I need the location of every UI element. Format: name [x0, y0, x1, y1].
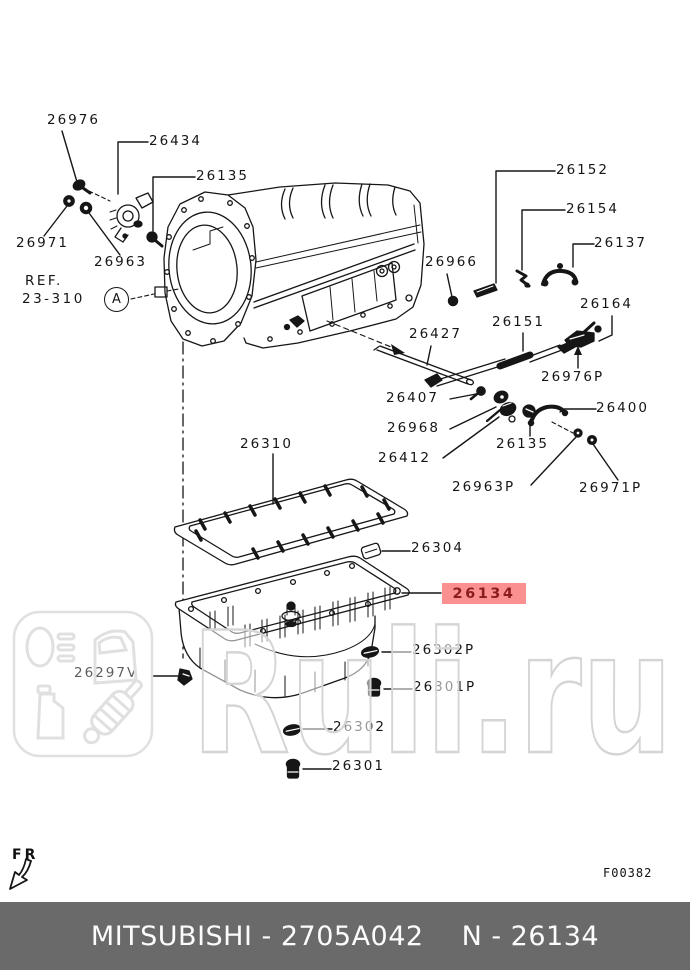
- part-label-26301P: 26301P: [413, 679, 477, 695]
- part-label-26963P: 26963P: [452, 479, 516, 495]
- control-linkage-drawing: [326, 262, 602, 446]
- part-label-26407: 26407: [386, 390, 439, 406]
- transmission-case-drawing: [163, 182, 425, 349]
- oil-pan-gasket-drawing: [173, 478, 409, 566]
- part-label-26137: 26137: [594, 235, 647, 251]
- ref-pointer: [130, 286, 180, 300]
- ref-note-line2: 23-310: [22, 291, 85, 307]
- part-label-26963: 26963: [94, 254, 147, 270]
- highlighted-part-label-26134: 26134: [442, 583, 526, 604]
- exploded-view-diagram: [9, 130, 619, 890]
- part-label-26310: 26310: [240, 436, 293, 452]
- leader-lines: [43, 130, 619, 770]
- part-label-26976: 26976: [47, 112, 100, 128]
- part-label-26400: 26400: [596, 400, 649, 416]
- ref-marker-a: A: [104, 287, 129, 312]
- neutral-switch-parts-drawing: [63, 179, 164, 248]
- part-label-26164: 26164: [580, 296, 633, 312]
- figure-code: F00382: [603, 866, 653, 880]
- part-label-26412: 26412: [378, 450, 431, 466]
- footer-bar: MITSUBISHI - 2705A042 N - 26134: [0, 902, 690, 970]
- part-label-26434: 26434: [149, 133, 202, 149]
- ref-note-line1: REF.: [25, 273, 63, 289]
- footer-brand-part: MITSUBISHI - 2705A042: [90, 920, 424, 952]
- part-label-26135-mid: 26135: [496, 436, 549, 452]
- fr-orientation-label: FR: [12, 847, 39, 863]
- part-label-26297V: 26297V: [74, 665, 139, 681]
- part-label-26301: 26301: [332, 758, 385, 774]
- part-label-26151: 26151: [492, 314, 545, 330]
- part-label-26976P: 26976P: [541, 369, 605, 385]
- part-label-26966: 26966: [425, 254, 478, 270]
- part-label-26304: 26304: [411, 540, 464, 556]
- part-label-26971P: 26971P: [579, 480, 643, 496]
- part-label-26302: 26302: [333, 719, 386, 735]
- fr-direction-arrow: [9, 858, 32, 890]
- part-label-26427: 26427: [409, 326, 462, 342]
- part-label-26968: 26968: [387, 420, 440, 436]
- part-label-26154: 26154: [566, 201, 619, 217]
- footer-catalog-ref: N - 26134: [461, 920, 600, 952]
- oil-pan-drawing: [174, 555, 410, 699]
- part-label-26135-top: 26135: [196, 168, 249, 184]
- part-label-26152: 26152: [556, 162, 609, 178]
- drain-plug-parts-drawing: [177, 542, 382, 779]
- part-label-26302P: 26302P: [412, 642, 476, 658]
- part-label-26971: 26971: [16, 235, 69, 251]
